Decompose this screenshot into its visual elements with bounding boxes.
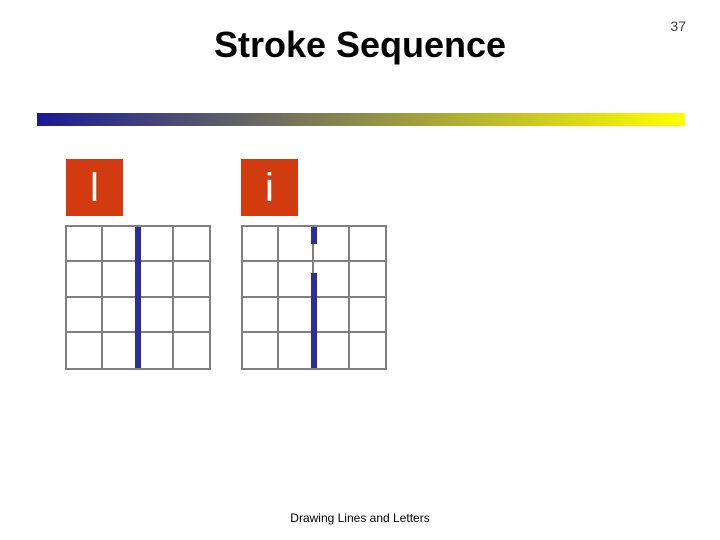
grid-cell (102, 297, 138, 333)
grid-cell (138, 332, 174, 368)
grid-cell (138, 227, 174, 263)
grid-cell (243, 332, 279, 368)
grid-cell (173, 227, 209, 263)
letter-card-i: i (241, 159, 298, 216)
grid-cell (243, 227, 279, 263)
footer-text: Drawing Lines and Letters (290, 511, 430, 525)
grid-cell (67, 297, 103, 333)
grid-cell (349, 227, 385, 263)
grid-cell (67, 332, 103, 368)
grid-cell (243, 297, 279, 333)
grid-cell (138, 262, 174, 298)
grid-cell (173, 262, 209, 298)
grid-cell (103, 332, 138, 368)
grid-cell (67, 227, 103, 263)
grid-cell (67, 262, 103, 298)
letter-stroke (311, 272, 317, 368)
grid-cell (174, 333, 210, 368)
letter-stroke (311, 227, 317, 244)
page-number: 37 (670, 18, 686, 34)
letter-label-i: i (265, 165, 274, 210)
grid-cell (314, 297, 350, 333)
grid-cell (243, 262, 279, 298)
letter-stroke (135, 227, 141, 368)
gradient-divider-bar (37, 113, 685, 126)
grid-cell (278, 297, 314, 333)
grid-cell (349, 262, 385, 298)
grid-cell (278, 227, 314, 263)
grid-cell (314, 227, 350, 263)
grid-cell (314, 332, 350, 368)
grid-cell (350, 333, 386, 368)
grid-cell (173, 298, 209, 333)
grid-cell (102, 262, 138, 298)
grid-cell (349, 298, 385, 333)
grid-cell (278, 262, 314, 298)
practice-grid-i (241, 225, 387, 370)
slide-title: Stroke Sequence (213, 24, 507, 65)
letter-card-l: l (66, 159, 123, 216)
grid-cell (314, 262, 350, 298)
grid-cell (102, 227, 138, 263)
letter-label-l: l (90, 165, 99, 210)
grid-cell (279, 332, 314, 368)
practice-grid-l (65, 225, 211, 370)
grid-cell (138, 297, 174, 333)
